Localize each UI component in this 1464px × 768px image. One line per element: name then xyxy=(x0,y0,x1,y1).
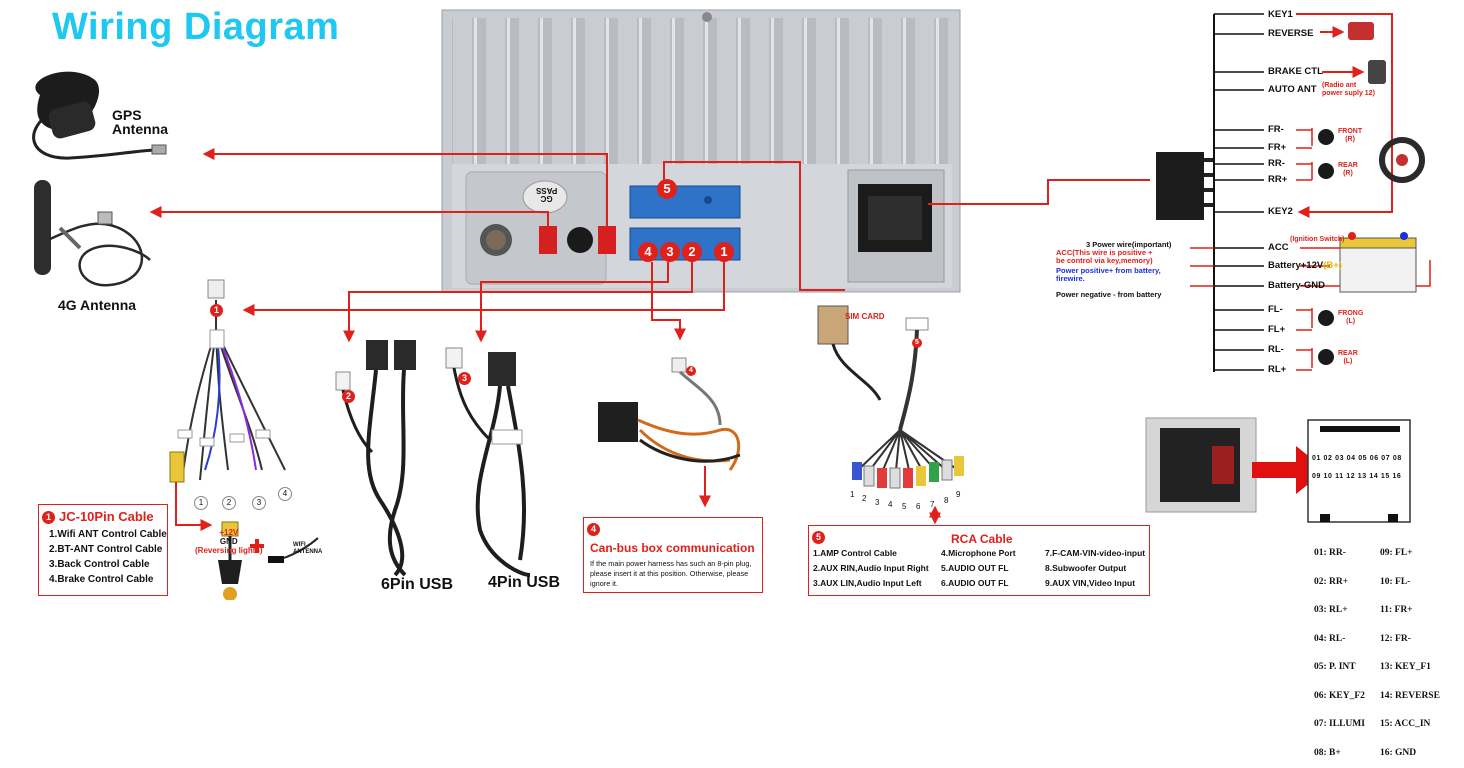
6pin-usb-cable-image xyxy=(335,340,416,577)
power-harness xyxy=(1156,13,1431,372)
rca-lead-2: 2 xyxy=(862,494,867,503)
port-badge-1: 1 xyxy=(714,242,738,262)
rca-lead-9: 9 xyxy=(956,490,961,499)
rca-box-number: 5 xyxy=(812,531,825,545)
head-unit-back xyxy=(441,9,961,293)
harness-rr-plus: RR+ xyxy=(1268,174,1288,185)
jc-lead-4: 4 xyxy=(278,487,292,501)
harness-fr-plus: FR+ xyxy=(1268,142,1287,153)
jc-lead-1: 1 xyxy=(194,496,208,510)
4g-antenna-label: 4G Antenna xyxy=(58,297,137,313)
cable-marker-4: 4 xyxy=(686,362,700,380)
power-positive-note: Power positive+ from battery,firewire. xyxy=(1056,266,1161,283)
pinout-diagram xyxy=(1307,419,1411,523)
rca-lead-4: 4 xyxy=(888,500,893,509)
harness-rr-minus: RR- xyxy=(1268,158,1285,169)
rca-box-title: RCA Cable xyxy=(951,532,1013,546)
speaker-rear-l: REAR(L) xyxy=(1338,350,1358,365)
rca-lead-6: 6 xyxy=(916,502,921,511)
harness-fl-plus: FL+ xyxy=(1268,324,1286,335)
reverse-cam-notes: +12V GND (Reversing lights) xyxy=(195,528,263,555)
pinout-legend-left: 01: RR- 02: RR+ 03: RL+ 04: RL- 05: P. I… xyxy=(1314,548,1365,758)
canbus-box-number: 4 xyxy=(587,523,600,537)
wifi-antenna-label: WIFI ANTENNA xyxy=(293,542,323,555)
page-title: Wiring Diagram xyxy=(52,6,340,48)
acc-note: ACC(This wire is positive +be control vi… xyxy=(1056,248,1153,265)
canbus-info-box: 4 Can-bus box communication If the main … xyxy=(583,517,763,593)
speaker-front-r: FRONT(R) xyxy=(1338,128,1363,143)
4pin-usb-cable-image xyxy=(445,347,531,577)
wiring-diagram-canvas xyxy=(32,9,1431,600)
cable-marker-3: 3 xyxy=(458,370,475,388)
jc-line-3: 3.Back Control Cable xyxy=(49,559,150,571)
connection-arrows xyxy=(149,148,1150,525)
jc-lead-3: 3 xyxy=(252,496,266,510)
harness-brake: BRAKE CTL xyxy=(1268,66,1323,77)
harness-reverse: REVERSE xyxy=(1268,28,1314,39)
harness-rl-minus: RL- xyxy=(1268,344,1284,355)
4pin-usb-label: 4Pin USB xyxy=(488,574,561,591)
port-badge-5: 5 xyxy=(657,179,681,199)
cable-marker-5: 5 xyxy=(912,334,926,352)
pinout-top-row: 01 02 03 04 05 06 07 08 xyxy=(1312,455,1402,462)
pinout-bottom-row: 09 10 11 12 13 14 15 16 xyxy=(1312,473,1402,480)
cable-marker-2: 2 xyxy=(342,388,359,406)
harness-battery-gnd: Battery-GND xyxy=(1268,280,1326,291)
rca-lead-8: 8 xyxy=(944,496,949,505)
speaker-rear-r: REAR(R) xyxy=(1338,162,1358,177)
harness-auto-ant: AUTO ANT xyxy=(1268,84,1317,95)
harness-icons xyxy=(1318,22,1425,365)
rca-lead-3: 3 xyxy=(875,498,880,507)
6pin-usb-label: 6Pin USB xyxy=(381,576,454,593)
4g-antenna-image xyxy=(34,180,151,287)
rca-lead-numbers: 1 2 3 4 5 6 7 8 9 xyxy=(850,482,970,512)
jc-lead-2: 2 xyxy=(222,496,236,510)
port-badge-4: 4 xyxy=(638,242,662,262)
canbus-box-image xyxy=(598,357,741,471)
harness-fr-minus: FR- xyxy=(1268,124,1284,135)
sim-card-label: SIM CARD xyxy=(845,312,885,321)
ignition-switch-label: (Ignition Switch) xyxy=(1290,236,1345,243)
jc-line-2: 2.BT-ANT Control Cable xyxy=(49,544,163,556)
harness-acc: ACC xyxy=(1268,242,1289,253)
cable-marker-1: 1 xyxy=(210,302,227,320)
reverse-camera-image xyxy=(218,521,319,600)
port-badge-3: 3 xyxy=(660,242,684,262)
speaker-front-l: FRONG(L) xyxy=(1338,310,1364,325)
rca-lead-1: 1 xyxy=(850,490,855,499)
harness-fl-minus: FL- xyxy=(1268,304,1283,315)
rca-cable-image xyxy=(817,305,964,489)
harness-battery-12v: Battery+12V(B+) xyxy=(1268,260,1342,271)
power-wire-title: 3 Power wire(important) xyxy=(1086,240,1172,249)
connector-photo xyxy=(1145,417,1326,513)
jc-line-1: 1.Wifi ANT Control Cable xyxy=(49,529,167,541)
canbus-box-text: If the main power harness has such an 8-… xyxy=(590,559,752,588)
rca-lead-7: 7 xyxy=(930,500,935,509)
power-negative-note: Power negative - from battery xyxy=(1056,290,1162,299)
pinout-legend-right: 09: FL+ 10: FL- 11: FR+ 12: FR- 13: KEY_… xyxy=(1380,548,1440,758)
jc-line-4: 4.Brake Control Cable xyxy=(49,574,154,586)
gps-antenna-image xyxy=(32,71,167,160)
port-badge-2: 2 xyxy=(682,242,706,262)
canbus-box-title: Can-bus box communication xyxy=(590,541,755,555)
harness-rl-plus: RL+ xyxy=(1268,364,1287,375)
rca-lead-5: 5 xyxy=(902,502,907,511)
jc-10pin-cable-image xyxy=(169,279,286,531)
harness-key1: KEY1 xyxy=(1268,9,1293,20)
harness-key2: KEY2 xyxy=(1268,206,1293,217)
